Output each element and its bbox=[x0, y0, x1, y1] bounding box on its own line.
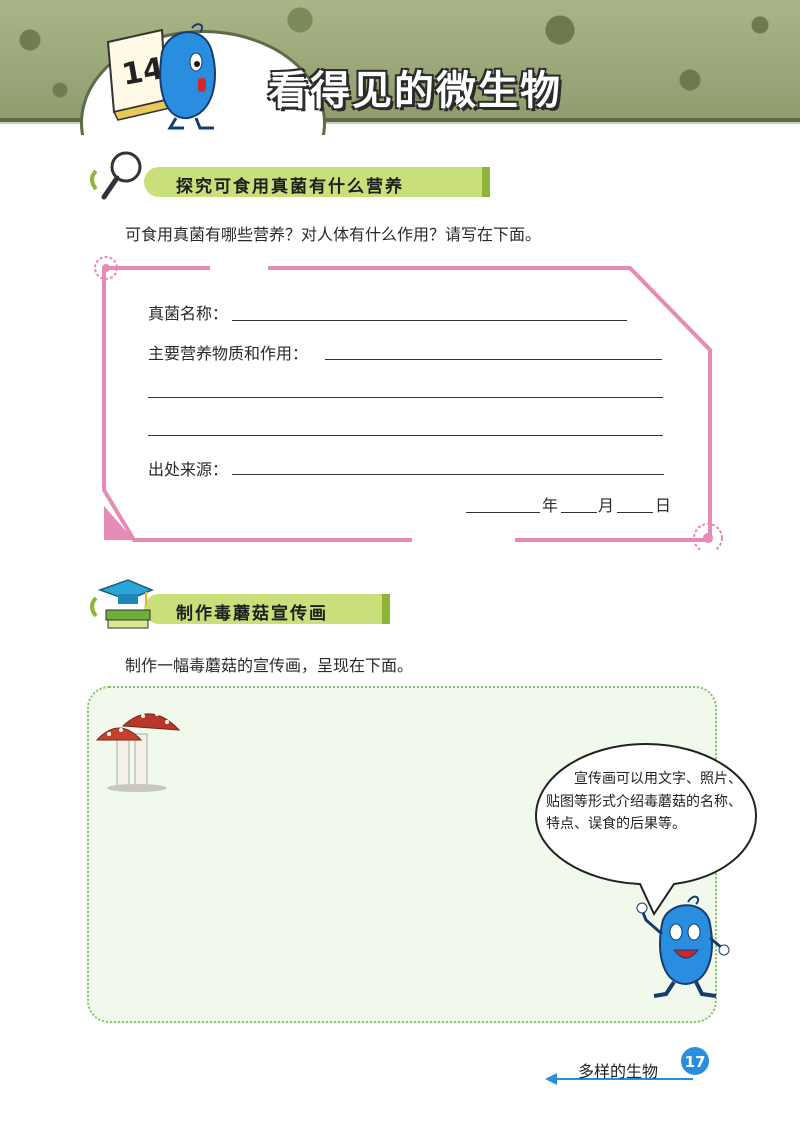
fungus-name-label: 真菌名称： bbox=[148, 304, 229, 323]
card-frame bbox=[94, 256, 723, 550]
banner-bar bbox=[144, 594, 384, 624]
target-icon-bottom-right bbox=[693, 523, 723, 550]
banner-bar-end bbox=[482, 167, 490, 197]
section-2-banner: 制作毒蘑菇宣传画 bbox=[86, 579, 390, 629]
page-number-badge: 17 bbox=[681, 1047, 709, 1075]
magnifier-icon bbox=[90, 151, 142, 200]
month-line[interactable] bbox=[561, 512, 597, 513]
book-icon: 14 bbox=[106, 28, 172, 121]
nutrition-record-card bbox=[90, 250, 730, 550]
banner-bar-end bbox=[382, 594, 390, 624]
mascot-icon bbox=[159, 23, 216, 130]
section-1-prompt: 可食用真菌有哪些营养？对人体有什么作用？请写在下面。 bbox=[125, 225, 542, 244]
graduation-cap-icon bbox=[90, 579, 154, 629]
day-label: 日 bbox=[655, 496, 672, 515]
speech-bubble bbox=[534, 742, 758, 917]
header-banner: 14 看得见的微生物 bbox=[0, 0, 800, 135]
badge-number: 14 bbox=[119, 51, 166, 93]
section-2-prompt: 制作一幅毒蘑菇的宣传画，呈现在下面。 bbox=[125, 656, 414, 675]
page-title: 看得见的微生物 bbox=[268, 68, 562, 114]
year-line[interactable] bbox=[466, 512, 540, 513]
mascot-reading-book-icon: 14 bbox=[106, 23, 216, 130]
footer-section-label: 多样的生物 bbox=[578, 1062, 659, 1081]
header-divider bbox=[0, 118, 800, 122]
section-2-title: 制作毒蘑菇宣传画 bbox=[176, 604, 328, 624]
mushroom-icon bbox=[95, 712, 181, 792]
section-1-banner: 探究可食用真菌有什么营养 bbox=[86, 151, 490, 201]
speech-bubble-text: 宣传画可以用文字、照片、贴图等形式介绍毒蘑菇的名称、特点、误食的后果等。 bbox=[546, 768, 742, 836]
banner-bar bbox=[144, 167, 484, 197]
day-line[interactable] bbox=[617, 512, 653, 513]
target-icon-top-left bbox=[94, 256, 118, 280]
header-divider-light bbox=[0, 122, 800, 124]
nutrition-label: 主要营养物质和作用： bbox=[148, 344, 309, 363]
section-1-title: 探究可食用真菌有什么营养 bbox=[176, 177, 404, 197]
year-label: 年 bbox=[542, 496, 559, 515]
footer-arrow-icon bbox=[545, 1073, 693, 1085]
nutrition-line-2[interactable] bbox=[148, 397, 663, 398]
month-label: 月 bbox=[598, 496, 615, 515]
fungus-name-line[interactable] bbox=[232, 320, 627, 321]
source-label: 出处来源： bbox=[148, 460, 229, 479]
source-line[interactable] bbox=[232, 474, 664, 475]
nutrition-line-1[interactable] bbox=[325, 359, 662, 360]
nutrition-line-3[interactable] bbox=[148, 435, 663, 436]
mascot-pointing-icon bbox=[636, 895, 730, 998]
speech-bubble-content: 宣传画可以用文字、照片、贴图等形式介绍毒蘑菇的名称、特点、误食的后果等。 bbox=[546, 771, 742, 832]
page-number: 17 bbox=[685, 1053, 706, 1071]
